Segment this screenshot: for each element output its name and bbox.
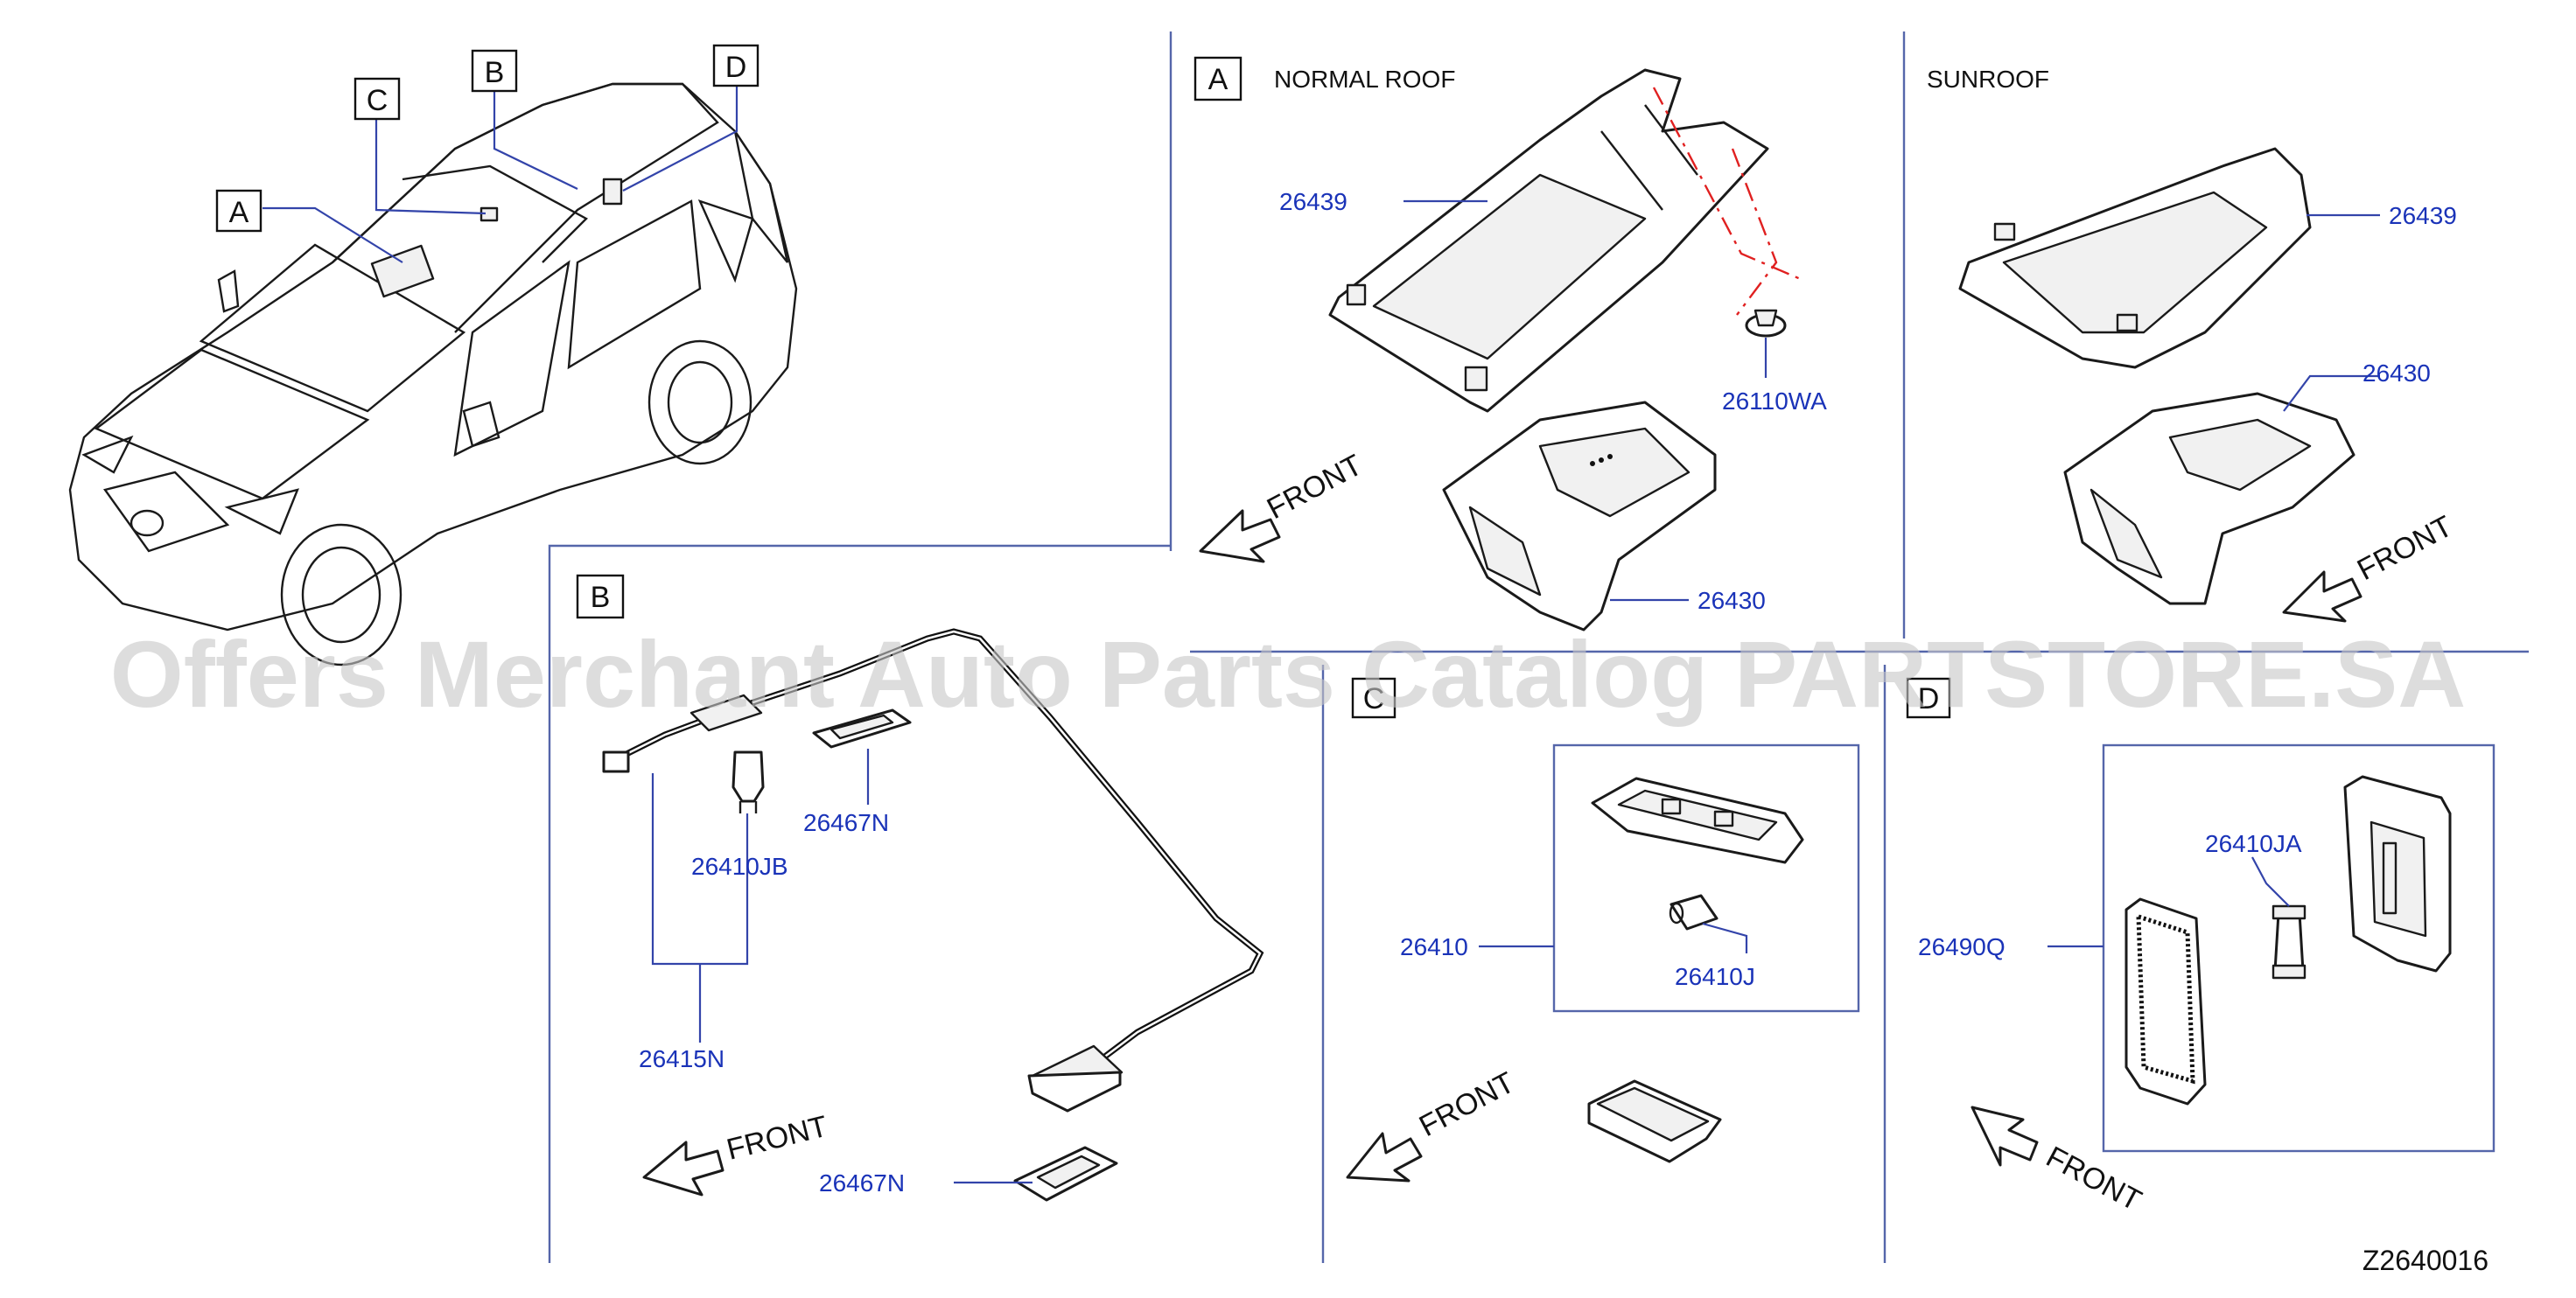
callout-c: C xyxy=(354,77,401,121)
callout-d: D xyxy=(712,44,760,87)
sunroof-frame-part xyxy=(1958,147,2312,369)
callout-b: B xyxy=(471,49,518,93)
callout-a-label: A xyxy=(229,196,249,229)
front-arrow-b: FRONT xyxy=(642,1110,831,1197)
lamp-lens-c-part xyxy=(1587,1079,1722,1163)
bulb-26410jb-part xyxy=(732,750,765,813)
part-26467n-lower: 26467N xyxy=(819,1169,905,1197)
part-26430-normal: 26430 xyxy=(1698,587,1766,614)
front-arrow-a-normal: FRONT xyxy=(1199,449,1368,563)
lens-26467n-lower-part xyxy=(1013,1146,1118,1202)
part-26410jb: 26410JB xyxy=(691,853,788,880)
section-d-assembly-box xyxy=(2102,743,2496,1153)
section-c-box: C xyxy=(1351,677,1396,719)
part-26439-sunroof: 26439 xyxy=(2389,202,2457,229)
front-label-b: FRONT xyxy=(724,1110,831,1167)
front-label-a-normal: FRONT xyxy=(1262,449,1368,527)
diagram-code: Z2640016 xyxy=(2362,1245,2488,1276)
roof-harness-part xyxy=(602,628,1264,1113)
clip-part xyxy=(1745,309,1787,338)
section-b-box: B xyxy=(576,574,625,619)
section-separators xyxy=(548,31,2529,1263)
front-label-a-sunroof: FRONT xyxy=(2352,510,2458,588)
part-26490q: 26490Q xyxy=(1918,933,2006,960)
cargo-lamp-housing-part xyxy=(2343,775,2452,973)
bulb-26410ja-part xyxy=(2272,904,2306,980)
part-26415n: 26415N xyxy=(639,1045,724,1072)
section-d-box: D xyxy=(1906,677,1951,719)
sunroof-console-part xyxy=(2063,392,2356,605)
front-arrow-d: FRONT xyxy=(1970,1106,2146,1218)
part-26410j: 26410J xyxy=(1675,963,1755,990)
section-b-letter: B xyxy=(591,581,611,614)
map-lamp-part xyxy=(1591,777,1804,864)
callout-c-label: C xyxy=(367,84,388,117)
callout-b-label: B xyxy=(485,56,505,89)
callout-d-label: D xyxy=(725,51,747,84)
lens-26467n-upper-part xyxy=(812,708,912,749)
assembly-guide-lines xyxy=(1652,87,1803,316)
watermark-text: Offers Merchant Auto Parts Catalog PARTS… xyxy=(110,621,2466,727)
section-a-box: A xyxy=(1194,56,1242,101)
section-c-letter: C xyxy=(1363,682,1385,715)
cargo-lamp-lens-part xyxy=(2124,897,2207,1106)
bulb-26410j-part xyxy=(1669,894,1718,931)
section-a-letter: A xyxy=(1208,63,1228,96)
front-arrow-c: FRONT xyxy=(1346,1066,1520,1183)
vehicle-overview xyxy=(68,82,798,666)
part-26439-normal: 26439 xyxy=(1279,188,1348,215)
part-26430-sunroof: 26430 xyxy=(2362,359,2431,387)
callout-a: A xyxy=(215,189,262,233)
sunroof-header: SUNROOF xyxy=(1927,66,2049,93)
normal-roof-header: NORMAL ROOF xyxy=(1274,66,1455,93)
part-26467n-upper: 26467N xyxy=(803,809,889,836)
overhead-console-part xyxy=(1442,401,1717,632)
front-arrow-a-sunroof: FRONT xyxy=(2282,510,2458,623)
part-26410ja: 26410JA xyxy=(2205,830,2302,857)
section-c-assembly-box xyxy=(1552,743,1860,1013)
roof-frame-part xyxy=(1328,68,1769,413)
part-26410: 26410 xyxy=(1400,933,1468,960)
part-26110wa: 26110WA xyxy=(1722,387,1827,415)
front-label-c: FRONT xyxy=(1414,1066,1520,1144)
section-d-letter: D xyxy=(1918,682,1940,715)
